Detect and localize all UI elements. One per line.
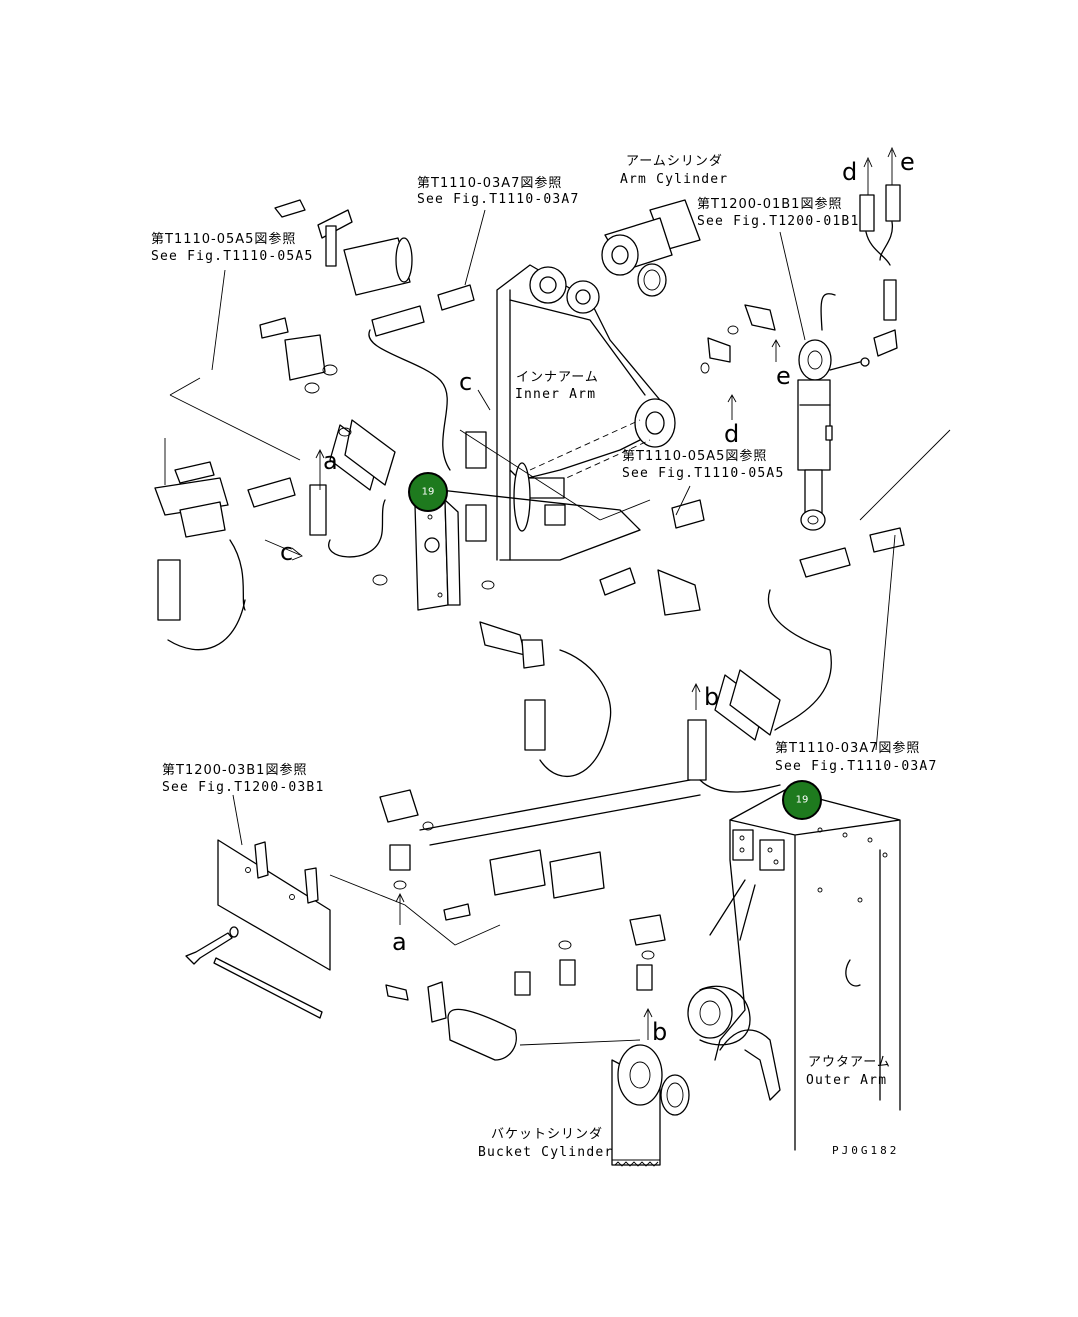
arm-cylinder-drawing	[601, 199, 701, 297]
inner-arm-en: Inner Arm	[515, 387, 596, 402]
right-cylinder-drawing	[797, 339, 870, 531]
connection-letter-a: a	[392, 928, 407, 956]
arm-cylinder-label: アームシリンダ Arm Cylinder	[620, 154, 728, 187]
connection-letter-e: e	[900, 148, 915, 176]
ref-jp: 第T1110-05A5図参照	[151, 231, 296, 247]
inner-arm-label: インナアーム Inner Arm	[515, 370, 599, 402]
reference-label-top-center: 第T1110-03A7図参照 See Fig.T1110-03A7	[417, 175, 579, 207]
reference-label-middle: 第T1110-05A5図参照 See Fig.T1110-05A5	[622, 448, 784, 481]
outer-arm-drawing	[687, 789, 901, 1151]
inner-arm-drawing	[439, 264, 676, 561]
inner-arm-jp: インナアーム	[516, 370, 599, 385]
bucket-cylinder-jp: バケットシリンダ	[491, 1127, 603, 1142]
ref-en: See Fig.T1110-05A5	[151, 249, 313, 264]
ref-en: See Fig.T1200-01B1	[697, 214, 859, 229]
badge-label: 19	[422, 487, 435, 498]
outer-arm-label: アウタアーム Outer Arm	[806, 1055, 891, 1088]
cover-plate-drawing	[185, 839, 331, 1019]
ref-jp: 第T1110-05A5図参照	[622, 448, 767, 464]
connection-letter-c: c	[459, 368, 472, 396]
arm-cylinder-en: Arm Cylinder	[620, 172, 728, 187]
connection-letter-a: a	[323, 447, 338, 475]
ref-jp: 第T1200-01B1図参照	[697, 196, 842, 212]
outer-arm-jp: アウタアーム	[808, 1055, 891, 1070]
reference-label-top-left: 第T1110-05A5図参照 See Fig.T1110-05A5	[151, 231, 313, 264]
connection-letter-b: b	[652, 1018, 667, 1046]
bucket-cylinder-en: Bucket Cylinder	[478, 1145, 613, 1160]
connection-letter-b: b	[704, 683, 719, 711]
ref-jp: 第T1110-03A7図参照	[775, 740, 920, 756]
bucket-cylinder-label: バケットシリンダ Bucket Cylinder	[478, 1127, 613, 1160]
callout-badge-19[interactable]: 19	[782, 780, 822, 820]
ref-en: See Fig.T1110-03A7	[775, 759, 937, 774]
connection-letter-c: c	[280, 538, 293, 566]
ref-en: See Fig.T1110-03A7	[417, 192, 579, 207]
reference-leaders	[211, 146, 897, 1040]
hoses-and-fittings	[154, 184, 951, 1061]
drawing-code: PJ0G182	[832, 1144, 899, 1157]
callout-badge-19[interactable]: 19	[408, 472, 448, 512]
connection-letter-d: d	[724, 420, 739, 448]
connection-letter-d: d	[842, 158, 857, 186]
ref-en: See Fig.T1200-03B1	[162, 780, 324, 795]
bucket-cylinder-drawing	[611, 1044, 690, 1167]
outer-arm-en: Outer Arm	[806, 1073, 887, 1088]
connection-letter-e: e	[776, 362, 791, 390]
ref-en: See Fig.T1110-05A5	[622, 466, 784, 481]
ref-jp: 第T1200-03B1図参照	[162, 762, 307, 778]
reference-label-bottom-left: 第T1200-03B1図参照 See Fig.T1200-03B1	[162, 762, 324, 795]
reference-label-top-right: 第T1200-01B1図参照 See Fig.T1200-01B1	[697, 196, 859, 229]
arm-cylinder-jp: アームシリンダ	[626, 154, 723, 169]
badge-label: 19	[796, 795, 809, 806]
reference-label-right: 第T1110-03A7図参照 See Fig.T1110-03A7	[775, 740, 937, 774]
ref-jp: 第T1110-03A7図参照	[417, 175, 562, 191]
